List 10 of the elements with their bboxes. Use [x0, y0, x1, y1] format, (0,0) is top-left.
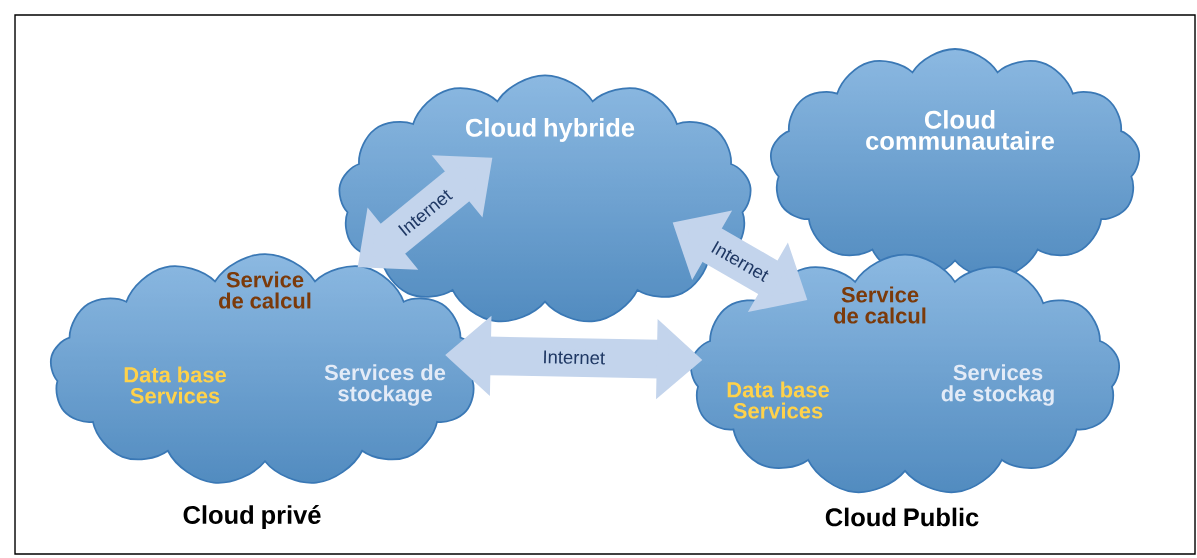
- service-label: Data base Services: [727, 381, 829, 419]
- cloud-title: Cloud communautaire: [866, 110, 1054, 150]
- service-label: Service de calcul: [834, 286, 926, 324]
- cloud-caption: Cloud Public: [825, 507, 979, 527]
- cloud-caption: Cloud privé: [183, 505, 321, 529]
- cloud-title: Cloud hybride: [466, 118, 635, 142]
- service-label: Service de calcul: [219, 271, 311, 309]
- service-label: Services de stockag: [941, 364, 1054, 406]
- service-label: Data base Services: [124, 366, 226, 404]
- service-label: Services de stockage: [324, 364, 446, 406]
